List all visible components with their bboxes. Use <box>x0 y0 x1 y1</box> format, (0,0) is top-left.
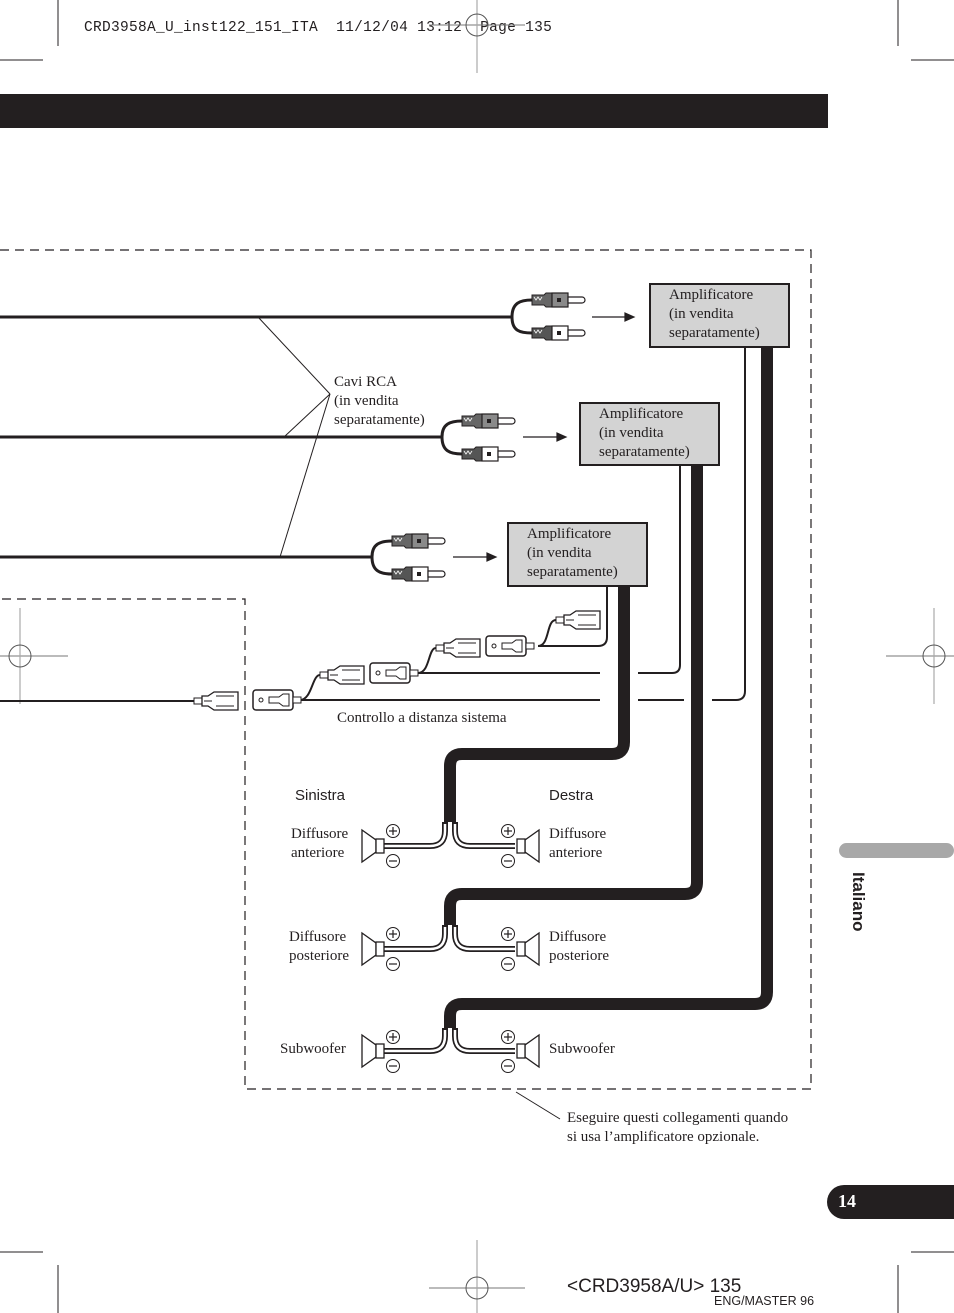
minus-icon <box>500 1058 516 1074</box>
amplifier-label: Amplificatore <box>669 287 754 303</box>
print-header-file: CRD3958A_U_inst122_151_ITA <box>84 20 319 36</box>
remote-wires <box>0 348 746 702</box>
amplifier-box-1: Amplificatore (in vendita separatamente) <box>649 283 790 348</box>
right-heading: Destra <box>549 787 594 804</box>
print-header-page-label: Page <box>480 20 517 36</box>
amplifier-box-3: Amplificatore (in vendita separatamente) <box>507 522 648 587</box>
plus-icon <box>385 823 401 839</box>
remote-connector-male-2 <box>369 662 419 684</box>
language-tab-pill <box>839 843 954 858</box>
speaker-front-left-label: Diffusore anteriore <box>291 825 348 863</box>
label-line: anteriore <box>291 845 345 861</box>
speaker-pair-rear <box>361 925 540 972</box>
subwoofer-left-label: Subwoofer <box>280 1041 346 1057</box>
speaker-rear-left-label: Diffusore posteriore <box>289 928 349 966</box>
print-header-page: 135 <box>525 20 553 36</box>
speaker-cables <box>444 348 773 1028</box>
rca-plug-1-lower <box>531 325 586 341</box>
page-number-tab: 14 <box>827 1185 954 1219</box>
plus-icon <box>500 926 516 942</box>
amplifier-label: separatamente) <box>599 444 690 460</box>
subwoofer-left-icon <box>361 1034 385 1068</box>
registration-mark-bottom <box>428 1239 526 1313</box>
rca-cables <box>0 298 533 576</box>
footer-code: <CRD3958A/U> 135 <box>567 1276 742 1297</box>
rca-plug-3-upper <box>391 533 446 549</box>
print-header-date: 11/12/04 <box>336 20 409 36</box>
label-line: separatamente) <box>334 412 425 428</box>
subwoofer-right-icon <box>516 1034 540 1068</box>
speaker-pair-front <box>361 822 540 869</box>
plus-icon <box>500 1029 516 1045</box>
minus-icon <box>385 956 401 972</box>
speaker-pair-subwoofer <box>361 1028 540 1074</box>
minus-icon <box>385 1058 401 1074</box>
label-line: Diffusore <box>289 929 347 945</box>
language-tab: Italiano <box>832 872 882 952</box>
speaker-rear-left-icon <box>361 932 385 966</box>
remote-connector-female-4 <box>555 610 601 630</box>
arrows <box>453 312 636 562</box>
note-leader <box>515 1091 561 1120</box>
minus-icon <box>500 853 516 869</box>
section-header-bar <box>0 94 828 128</box>
label-line: Diffusore <box>549 826 607 842</box>
amplifier-label: separatamente) <box>669 325 760 341</box>
remote-control-label: Controllo a distanza sistema <box>337 710 507 726</box>
rca-plug-2-lower <box>461 446 516 462</box>
remote-connector-female-1 <box>193 691 239 711</box>
amplifier-label: (in vendita <box>669 306 734 322</box>
speaker-rear-right-icon <box>516 932 540 966</box>
rca-plug-1-upper <box>531 292 586 308</box>
rca-plug-2-upper <box>461 413 516 429</box>
registration-mark-right <box>885 607 954 705</box>
label-line: (in vendita <box>334 393 399 409</box>
label-line: posteriore <box>289 948 349 964</box>
print-header: CRD3958A_U_inst122_151_ITA 11/12/04 13:1… <box>66 4 552 36</box>
speaker-front-right-icon <box>516 829 540 863</box>
remote-connector-female-2 <box>319 665 365 685</box>
footer-master: ENG/MASTER 96 <box>714 1294 815 1308</box>
speaker-front-right-label: Diffusore anteriore <box>549 825 606 863</box>
rca-cables-label: Cavi RCA (in vendita separatamente) <box>334 373 425 430</box>
label-line: Cavi RCA <box>334 374 397 390</box>
minus-icon <box>500 956 516 972</box>
amplifier-label: (in vendita <box>599 425 664 441</box>
label-line: posteriore <box>549 948 609 964</box>
optional-amplifier-note: Eseguire questi collegamenti quando si u… <box>567 1109 788 1147</box>
registration-mark-top <box>428 0 526 74</box>
minus-icon <box>385 853 401 869</box>
left-heading: Sinistra <box>295 787 346 804</box>
note-line: Eseguire questi collegamenti quando <box>567 1110 789 1126</box>
registration-mark-left <box>0 607 69 705</box>
speaker-front-left-icon <box>361 829 385 863</box>
plus-icon <box>385 926 401 942</box>
amplifier-section-outline <box>0 249 812 1090</box>
speaker-rear-right-label: Diffusore posteriore <box>549 928 609 966</box>
amplifier-label: (in vendita <box>527 545 592 561</box>
label-line: Diffusore <box>549 929 607 945</box>
plus-icon <box>500 823 516 839</box>
amplifier-label: separatamente) <box>527 564 618 580</box>
remote-connector-male-1 <box>252 689 302 711</box>
label-line: anteriore <box>549 845 603 861</box>
label-line: Diffusore <box>291 826 349 842</box>
rca-plug-3-lower <box>391 566 446 582</box>
rca-label-leaders <box>257 316 331 558</box>
remote-connector-female-3 <box>435 638 481 658</box>
print-header-time: 13:12 <box>417 20 463 36</box>
note-line: si usa l’amplificatore opzionale. <box>567 1129 760 1145</box>
language-label: Italiano <box>849 872 868 932</box>
amplifier-box-2: Amplificatore (in vendita separatamente) <box>579 402 720 466</box>
amplifier-label: Amplificatore <box>599 406 684 422</box>
amplifier-label: Amplificatore <box>527 526 612 542</box>
remote-connector-male-3 <box>485 635 535 657</box>
subwoofer-right-label: Subwoofer <box>549 1041 615 1057</box>
plus-icon <box>385 1029 401 1045</box>
